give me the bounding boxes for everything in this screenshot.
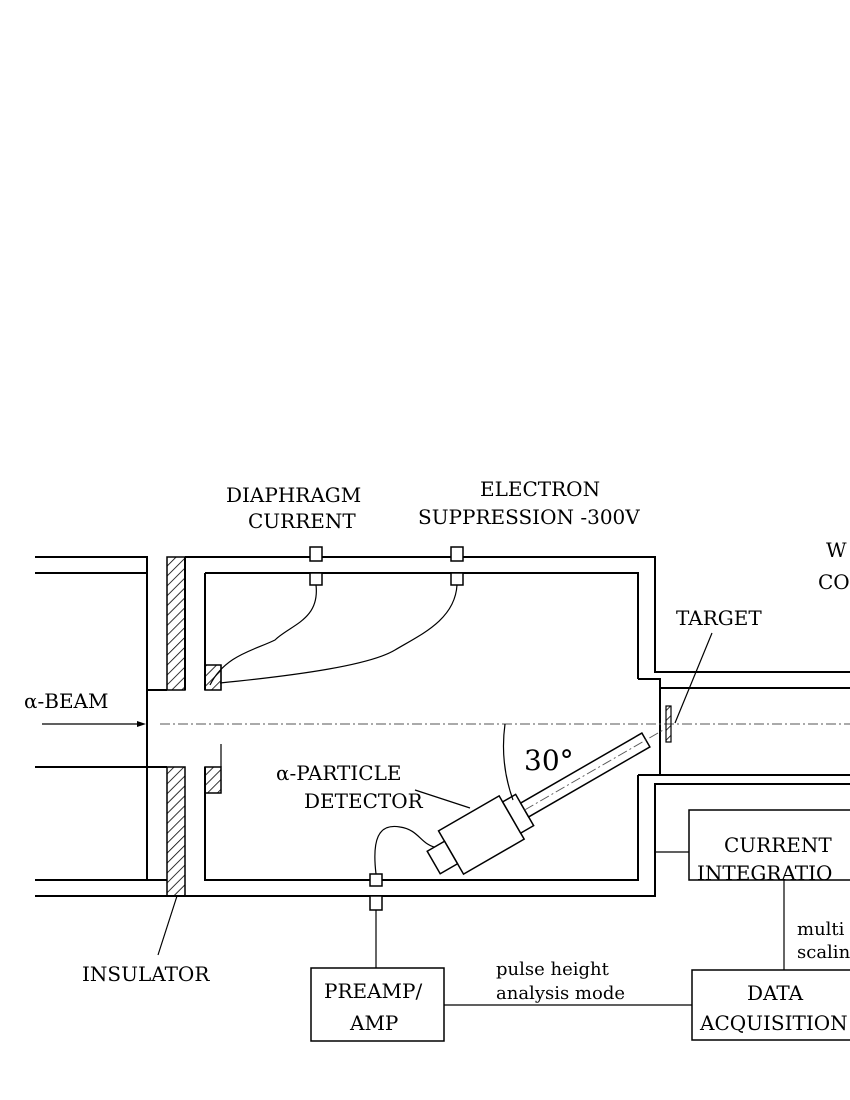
label-pulse-height: pulse height <box>496 959 610 980</box>
label-acquisition: ACQUISITION <box>699 1011 848 1035</box>
label-current-box: CURRENT <box>724 833 832 857</box>
label-detector: DETECTOR <box>304 789 424 813</box>
diaphragm-upper <box>204 664 222 691</box>
angle-arc <box>502 723 514 801</box>
insulator-leader <box>157 895 178 956</box>
label-diaphragm: DIAPHRAGM <box>226 483 361 507</box>
label-integration-box: INTEGRATIO <box>697 861 832 885</box>
wire-detector <box>374 825 439 875</box>
wire-diaphragm <box>209 584 317 686</box>
data-acquisition-box <box>691 969 850 1041</box>
chamber-walls <box>184 556 850 897</box>
alpha-particle-detector <box>426 729 664 876</box>
wire-electron <box>219 584 458 684</box>
label-analysis-mode: analysis mode <box>496 983 625 1004</box>
connector-diaphragm <box>309 546 323 586</box>
label-angle: 30° <box>524 744 574 777</box>
label-alpha-beam: α-BEAM <box>24 689 108 713</box>
label-cut-co: CO <box>818 570 850 594</box>
label-data: DATA <box>747 981 804 1005</box>
detector-leader <box>414 789 471 809</box>
current-integration-box <box>688 809 850 881</box>
label-target: TARGET <box>676 606 762 630</box>
label-multi: multi <box>797 919 845 940</box>
preamp-box <box>310 967 445 1042</box>
target-leader <box>674 632 713 724</box>
connector-detector <box>369 873 383 911</box>
label-preamp: PREAMP/ <box>324 979 422 1003</box>
label-electron: ELECTRON <box>480 477 600 501</box>
label-insulator: INSULATOR <box>82 962 210 986</box>
label-current: CURRENT <box>248 509 356 533</box>
insulator-upper <box>166 556 186 691</box>
diaphragm-lower <box>204 766 222 794</box>
connector-electron <box>450 546 464 586</box>
target <box>665 705 672 743</box>
beam-arrowhead <box>137 721 146 727</box>
label-alpha-particle: α-PARTICLE <box>276 761 401 785</box>
insulator-lower <box>166 766 186 897</box>
label-cut-w: W <box>826 538 847 562</box>
label-scaling: scalin <box>797 942 850 963</box>
label-amp: AMP <box>349 1011 398 1035</box>
label-suppression: SUPPRESSION -300V <box>418 505 640 529</box>
beam-pipe-walls <box>35 556 185 897</box>
